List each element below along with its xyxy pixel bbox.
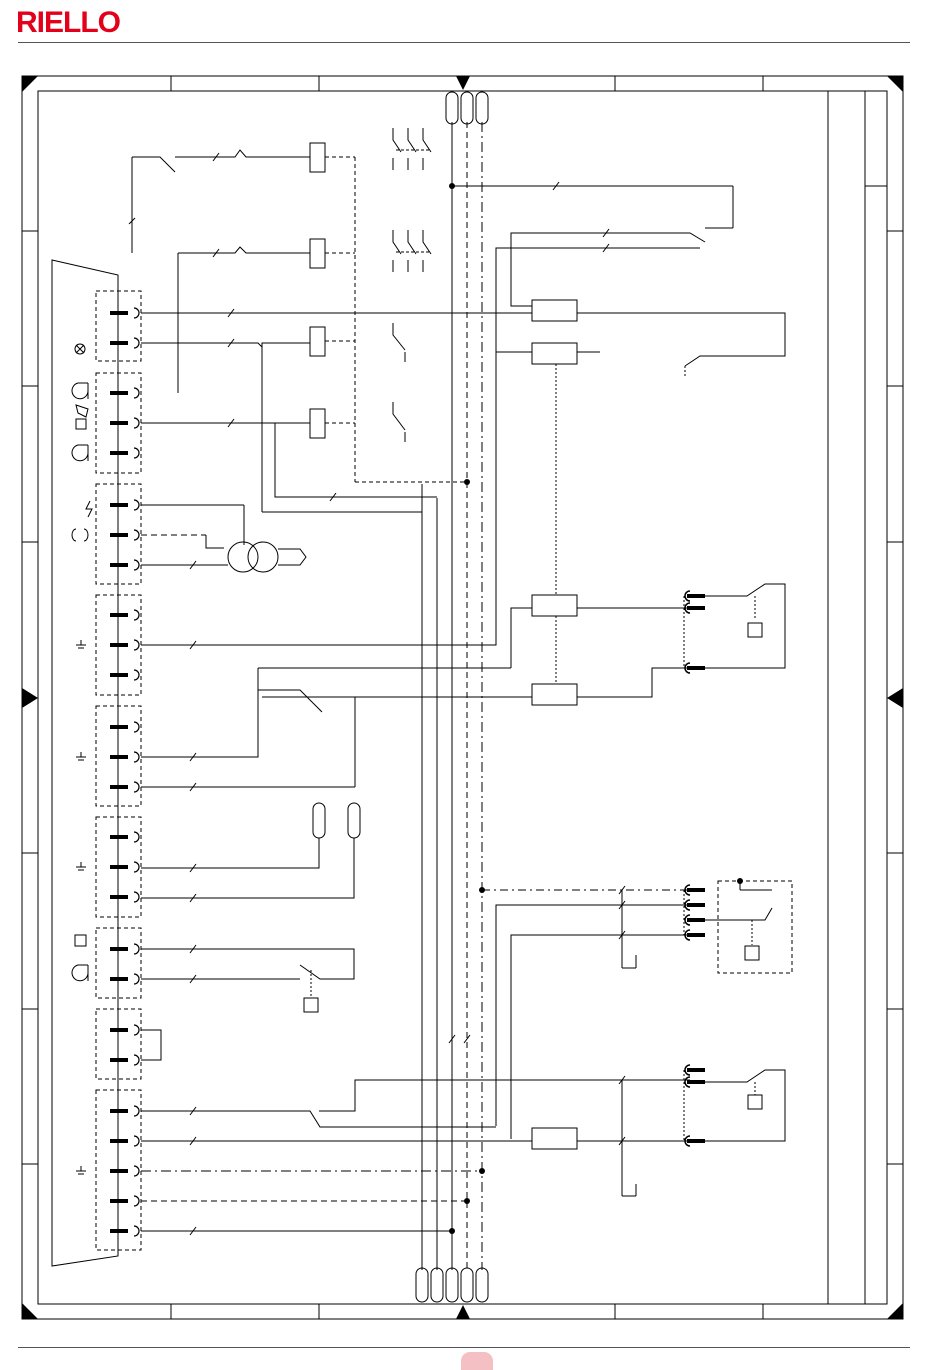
contactor-coil-1 — [310, 143, 325, 172]
terminal-socket — [134, 1055, 139, 1065]
plug-connector-1 — [684, 591, 705, 673]
transformer-coil-1 — [228, 542, 258, 572]
pressure-switch-sensor — [304, 998, 318, 1012]
terminal-socket — [134, 1196, 139, 1206]
switch-box — [718, 881, 792, 973]
control-panel-outline — [52, 260, 118, 1266]
relay-box-4 — [532, 684, 577, 705]
earth-icon — [76, 640, 86, 648]
contactor-coil-2 — [310, 239, 325, 268]
terminal-socket — [134, 1166, 139, 1176]
probe-2 — [348, 803, 360, 838]
terminal-socket — [134, 974, 139, 984]
terminal-socket — [134, 640, 139, 650]
ignition-transformer-icon — [72, 501, 92, 541]
bus-caps-bottom — [416, 1268, 488, 1302]
earth-icon — [76, 752, 86, 760]
terminal-socket — [134, 1025, 139, 1035]
earth-icon — [76, 862, 86, 870]
relay-box-5 — [532, 1128, 577, 1149]
pressure-switch-icon — [72, 935, 88, 981]
plug-connector-2 — [684, 885, 705, 940]
relay-box-1 — [532, 300, 577, 321]
terminal-socket — [134, 338, 139, 348]
main-contacts — [393, 128, 431, 442]
plug-connector-3 — [684, 1065, 705, 1146]
transformer-coil-2 — [248, 542, 278, 572]
terminal-socket — [134, 560, 139, 570]
relay-boxes — [532, 300, 577, 1149]
terminal-socket — [134, 448, 139, 458]
terminal-socket — [134, 388, 139, 398]
relay-coil-1 — [310, 327, 325, 356]
probe-section — [141, 803, 360, 898]
terminal-socket — [134, 892, 139, 902]
terminal-socket — [134, 752, 139, 762]
terminal-socket — [134, 722, 139, 732]
relay-box-3 — [532, 595, 577, 616]
terminal-socket — [134, 782, 139, 792]
relay-box-2 — [532, 343, 577, 364]
terminal-socket — [134, 944, 139, 954]
junction-dots — [449, 183, 743, 1234]
pressure-switch-section — [141, 949, 354, 1060]
terminal-socket — [134, 610, 139, 620]
terminal-socket — [134, 670, 139, 680]
vertical-bus — [422, 122, 482, 1270]
terminal-socket — [134, 530, 139, 540]
terminal-socket — [134, 832, 139, 842]
fan-motor-icon — [72, 383, 88, 461]
terminal-socket — [134, 1226, 139, 1236]
terminal-socket — [134, 418, 139, 428]
terminal-socket — [134, 1136, 139, 1146]
lamp-icon — [75, 344, 85, 354]
terminal-socket — [134, 1106, 139, 1116]
terminal-socket — [134, 862, 139, 872]
terminal-socket — [134, 500, 139, 510]
earth-icon — [76, 1166, 86, 1174]
bus-caps-top — [446, 92, 488, 124]
wire-markers — [129, 153, 625, 1235]
contactor-section — [132, 128, 467, 482]
terminal-socket — [134, 308, 139, 318]
relay-wires — [141, 303, 785, 787]
page-number-badge — [461, 1352, 493, 1370]
probe-1 — [313, 803, 325, 838]
relay-coil-2 — [310, 409, 325, 438]
